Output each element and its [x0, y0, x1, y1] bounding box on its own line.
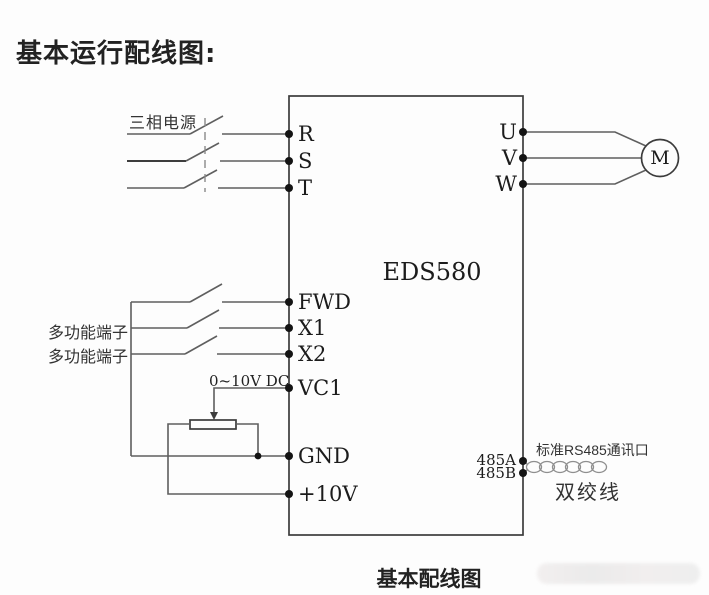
terminal-label-vc1: VC1 — [298, 376, 343, 400]
terminal-label-fwd: FWD — [298, 290, 351, 314]
three-phase-supply-label: 三相电源 — [129, 115, 198, 132]
motor-circuit — [523, 131, 680, 185]
motor-circle — [640, 138, 680, 178]
terminal-label-s: S — [298, 149, 313, 173]
potentiometer-circuit — [131, 387, 289, 495]
supply-switch-symbol — [127, 115, 289, 192]
twisted-pair-label: 双绞线 — [555, 482, 621, 504]
potentiometer-body — [189, 419, 237, 430]
analog-range-label: 0~10V DC — [209, 372, 290, 390]
diagram-caption: 基本配线图 — [376, 567, 482, 591]
rs485-port-label: 标准RS485通讯口 — [536, 442, 649, 458]
terminal-label-x2: X2 — [298, 342, 327, 366]
watermark-blur — [537, 563, 700, 584]
wiper-arrow-icon — [210, 412, 218, 420]
terminal-label-485b: 485B — [476, 464, 516, 482]
inverter-box — [288, 95, 524, 536]
device-model-label: EDS580 — [382, 258, 482, 286]
terminal-label-gnd: GND — [298, 444, 350, 468]
junction-dot — [254, 452, 262, 460]
terminal-label-v: V — [501, 146, 517, 170]
twisted-pair-symbol — [523, 460, 608, 474]
terminal-label-10v: +10V — [298, 482, 358, 506]
control-switches — [130, 283, 289, 456]
terminal-label-t: T — [298, 176, 313, 200]
terminal-label-r: R — [298, 122, 314, 146]
terminal-dots — [285, 128, 527, 498]
terminal-label-x1: X1 — [298, 316, 327, 340]
terminal-label-w: W — [495, 172, 517, 196]
terminal-label-485a: 485A — [476, 451, 516, 469]
multi-function-terminal-label-2: 多功能端子 — [47, 349, 128, 366]
multi-function-terminal-label-1: 多功能端子 — [47, 325, 128, 342]
page-title: 基本运行配线图: — [16, 39, 217, 69]
motor-label: M — [650, 147, 670, 169]
terminal-label-u: U — [499, 120, 517, 144]
